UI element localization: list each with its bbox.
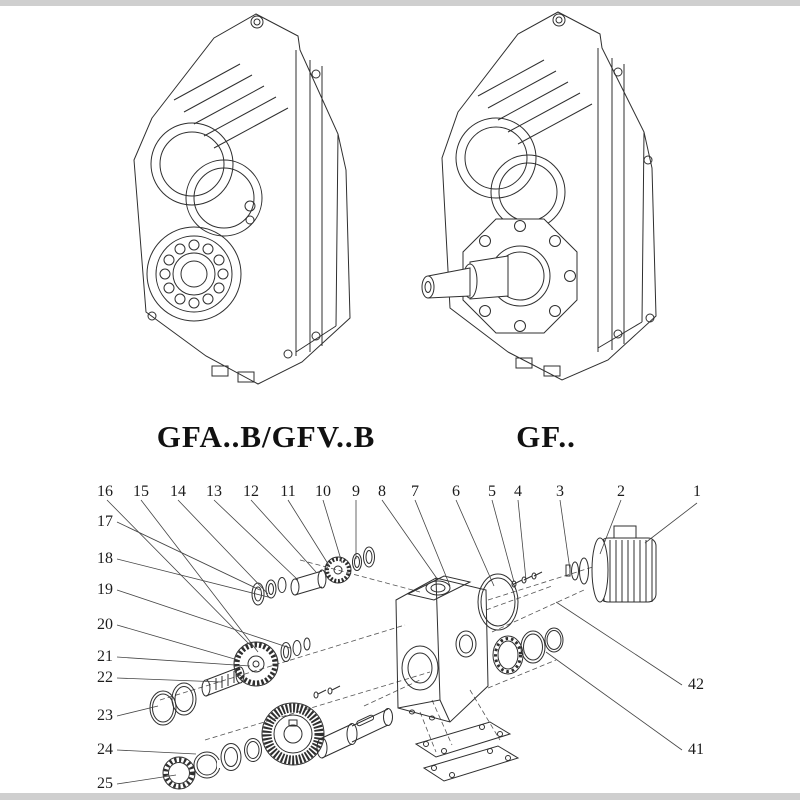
callout-number-14: 14	[170, 483, 186, 500]
callout-number-6: 6	[452, 483, 460, 500]
small-bolts	[313, 685, 341, 699]
callout-number-1: 1	[693, 483, 701, 500]
washer-stack	[251, 577, 287, 606]
callout-number-11: 11	[280, 483, 296, 500]
callout-number-19: 19	[97, 581, 113, 598]
callout-number-18: 18	[97, 550, 113, 567]
callout-number-25: 25	[97, 775, 113, 792]
gearbox-drawing-flange-shaft	[421, 11, 657, 381]
callout-number-24: 24	[97, 741, 113, 758]
callout-number-20: 20	[97, 616, 113, 633]
intermediate-gear	[233, 637, 311, 687]
cover-plates	[414, 721, 520, 782]
gear-housing	[395, 575, 489, 723]
callout-number-9: 9	[352, 483, 360, 500]
exploded-output-shaft	[316, 708, 393, 759]
model-label-gf: GF..	[516, 419, 576, 454]
page-edge-top	[0, 0, 800, 6]
callout-number-4: 4	[514, 483, 522, 500]
callout-number-5: 5	[488, 483, 496, 500]
leader-lines	[106, 499, 698, 785]
callout-number-15: 15	[133, 483, 149, 500]
model-label-gfab-gfvb: GFA..B/GFV..B	[156, 419, 376, 454]
bottom-bearing-cluster	[162, 738, 262, 790]
rib-lines	[173, 63, 289, 149]
callout-number-41: 41	[688, 741, 704, 758]
pinion-shaft	[201, 666, 245, 697]
seal-rings	[149, 682, 197, 726]
callout-number-23: 23	[97, 707, 113, 724]
callout-number-22: 22	[97, 669, 113, 686]
gearbox-drawing-shaft-mounted	[133, 13, 351, 385]
callout-number-12: 12	[243, 483, 259, 500]
dashed-projection-lines	[159, 559, 597, 753]
motor	[565, 525, 657, 603]
bearing-and-rings	[492, 627, 564, 675]
callout-number-17: 17	[97, 513, 113, 530]
input-shaft-parts	[290, 546, 375, 596]
rib-lines	[477, 59, 593, 145]
output-bearing	[146, 226, 242, 322]
callout-number-10: 10	[315, 483, 331, 500]
callout-number-42: 42	[688, 676, 704, 693]
callout-number-3: 3	[556, 483, 564, 500]
exploded-view-drawing	[106, 499, 698, 790]
callout-number-13: 13	[206, 483, 222, 500]
callout-number-7: 7	[411, 483, 419, 500]
output-gear	[261, 702, 325, 766]
callout-number-8: 8	[378, 483, 386, 500]
callout-number-2: 2	[617, 483, 625, 500]
callout-number-16: 16	[97, 483, 113, 500]
page-edge-bottom	[0, 793, 800, 800]
output-shaft	[421, 255, 509, 300]
flange-gasket	[477, 573, 519, 631]
callout-number-21: 21	[97, 648, 113, 665]
